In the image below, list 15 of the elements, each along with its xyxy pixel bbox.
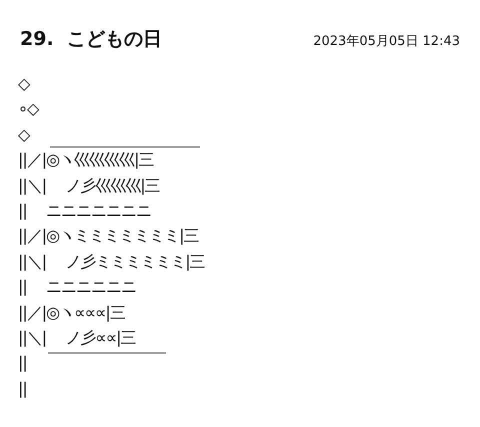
text-art-line: ||＼| ノ彡∝∝|三	[18, 328, 136, 348]
text-art-line: ◇	[18, 74, 30, 94]
text-art-line: ◇	[18, 124, 30, 145]
text-art-line: ||／|◎ヽ∝∝∝|三	[18, 302, 125, 323]
text-art-line: ||／|◎ヽ巛巛巛巛|三	[18, 150, 154, 170]
text-art-line: || ニニニニニニ	[18, 277, 136, 298]
text-art-line: ||／|◎ヽミミミミミミミ|三	[18, 226, 199, 246]
text-art-line: ||	[18, 378, 27, 399]
text-art-line: ||	[18, 353, 27, 374]
text-art-line: ||＼| ノ彡巛巛巛|三	[18, 176, 160, 196]
text-art-line: || ニニニニニニニ	[18, 201, 151, 221]
text-art-line: ∘◇	[18, 99, 38, 120]
text-art-line: ||＼| ノ彡ミミミミミミ|三	[18, 252, 205, 272]
heading: 29. こどもの日	[20, 27, 162, 52]
timestamp: 2023年05月05日 12:43	[313, 33, 460, 50]
